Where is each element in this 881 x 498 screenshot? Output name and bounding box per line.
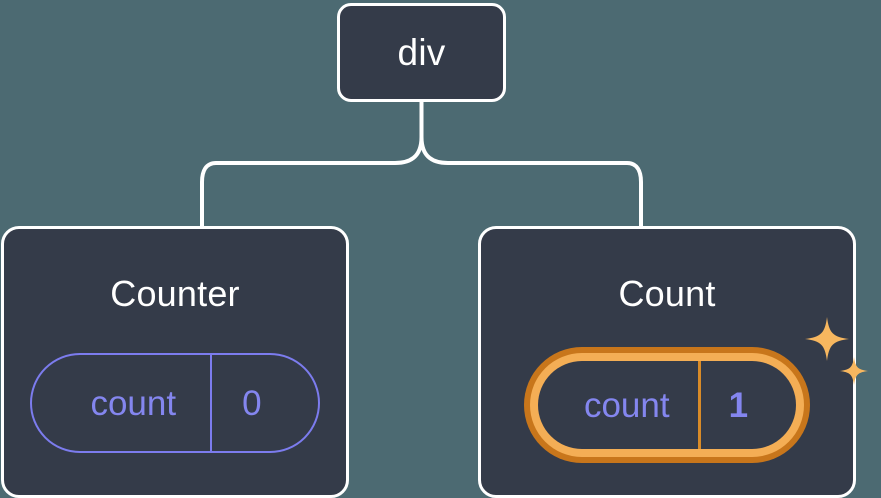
connector-branch-right [419, 136, 643, 226]
state-pill-count[interactable]: count 0 [30, 353, 320, 453]
node-root[interactable]: div [337, 3, 506, 102]
state-pill-inner-ring: count 1 [529, 353, 805, 457]
node-counter[interactable]: Counter count 0 [1, 226, 349, 498]
connector-branch-left [200, 136, 424, 226]
state-pill-key: count [90, 383, 177, 423]
state-pill-core: count 1 [537, 361, 797, 449]
state-pill-value: 1 [697, 361, 796, 449]
state-pill-wrapper: count 0 [4, 353, 346, 453]
node-count-title: Count [618, 273, 716, 314]
state-pill-count-highlighted[interactable]: count 1 [523, 347, 811, 463]
state-pill-value: 0 [210, 355, 317, 451]
state-pill-key: count [583, 385, 670, 425]
node-counter-title: Counter [110, 273, 240, 314]
node-count[interactable]: Count count 1 [478, 226, 868, 498]
node-root-label: div [397, 32, 446, 73]
state-pill-wrapper-highlighted: count 1 [481, 347, 853, 463]
